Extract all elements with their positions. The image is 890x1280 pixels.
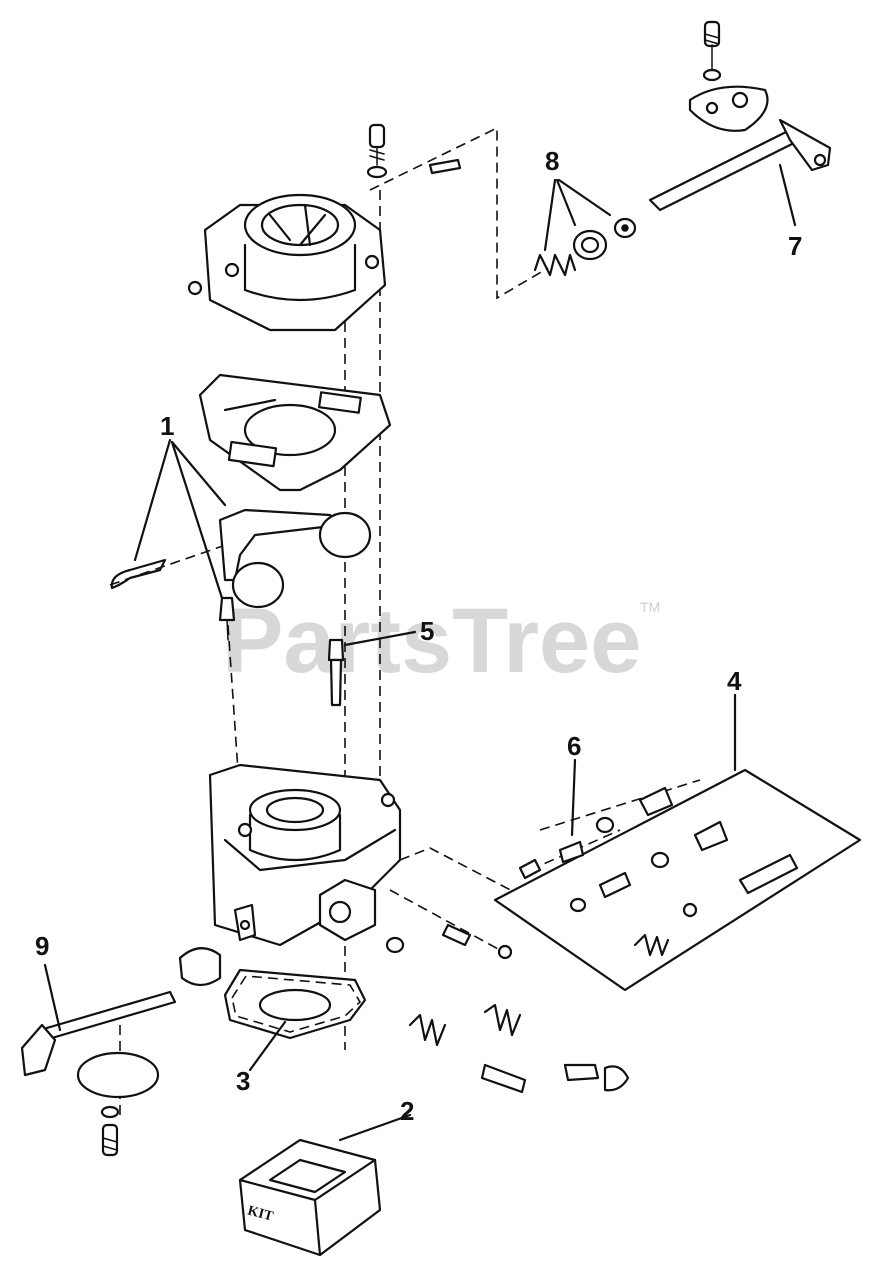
adjustment-screws: [385, 923, 630, 1094]
callout-9: 9: [35, 931, 49, 961]
watermark-trademark: TM: [640, 599, 660, 615]
kit-box-label: KIT: [246, 1204, 275, 1225]
callout-2: 2: [400, 1096, 414, 1126]
overhaul-kit-panel: [493, 768, 862, 992]
throttle-shaft-group: [20, 947, 222, 1157]
repair-kit-box: KIT: [238, 1138, 382, 1257]
float-assembly: [110, 508, 372, 641]
flange-gasket: [223, 968, 367, 1040]
carburetor-upper-body: [187, 123, 462, 332]
callout-8: 8: [545, 146, 559, 176]
watermark-text: PartsTree: [222, 590, 641, 692]
main-nozzle: [327, 638, 345, 707]
carburetor-lower-body: [208, 763, 402, 947]
callout-4: 4: [727, 666, 742, 696]
choke-shaft-group: [533, 20, 832, 277]
callout-1: 1: [160, 411, 174, 441]
leader-lines: [43, 163, 797, 1142]
upper-gasket: [198, 373, 392, 492]
callout-5: 5: [420, 616, 434, 646]
callout-3: 3: [236, 1066, 250, 1096]
callout-labels: 1 2 3 4 5 6 7 8 9: [35, 146, 802, 1126]
callout-6: 6: [567, 731, 581, 761]
callout-7: 7: [788, 231, 802, 261]
